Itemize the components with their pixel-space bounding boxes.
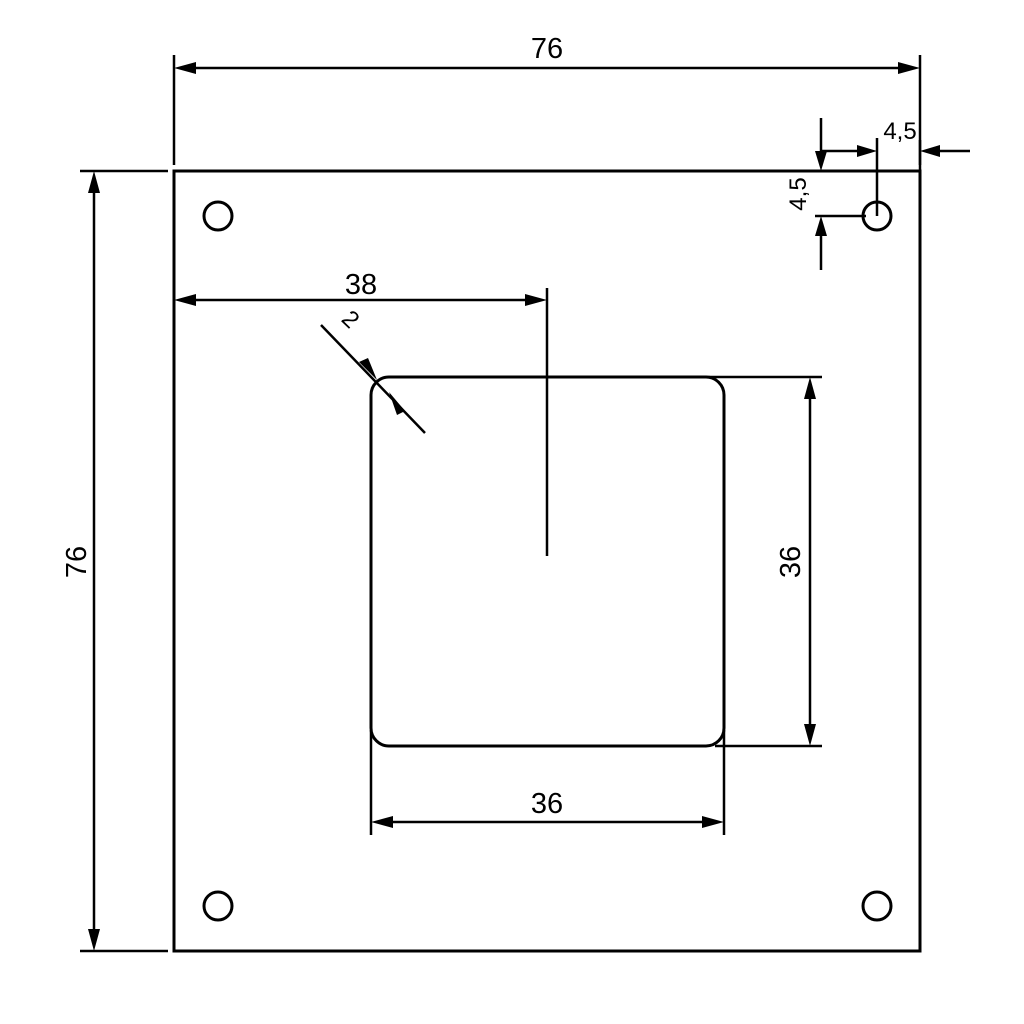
cutout-width-label: 36 bbox=[531, 788, 563, 820]
dimension-plate-width bbox=[172, 55, 922, 165]
mounting-hole-bottom-left bbox=[202, 890, 234, 922]
dimension-cutout-height bbox=[700, 375, 822, 748]
cutout-height-label: 36 bbox=[775, 546, 807, 578]
hole-offset-x-label: 4,5 bbox=[883, 118, 916, 145]
dimension-hole-offset-x bbox=[822, 138, 970, 216]
mounting-hole-top-left bbox=[202, 200, 234, 232]
center-offset-label: 38 bbox=[345, 269, 377, 301]
plate-height-label: 76 bbox=[61, 546, 93, 578]
dimension-cutout-width bbox=[369, 730, 726, 835]
corner-radius-label: 2 bbox=[336, 305, 364, 334]
mounting-hole-bottom-right bbox=[861, 890, 893, 922]
dimension-corner-radius bbox=[320, 324, 426, 434]
plate-outline bbox=[172, 169, 922, 953]
plate-width-label: 76 bbox=[531, 33, 563, 65]
dimension-center-offset bbox=[174, 294, 547, 306]
hole-offset-y-label: 4,5 bbox=[785, 177, 812, 210]
dimension-hole-offset-y bbox=[815, 118, 866, 270]
dimension-plate-height bbox=[80, 169, 168, 953]
